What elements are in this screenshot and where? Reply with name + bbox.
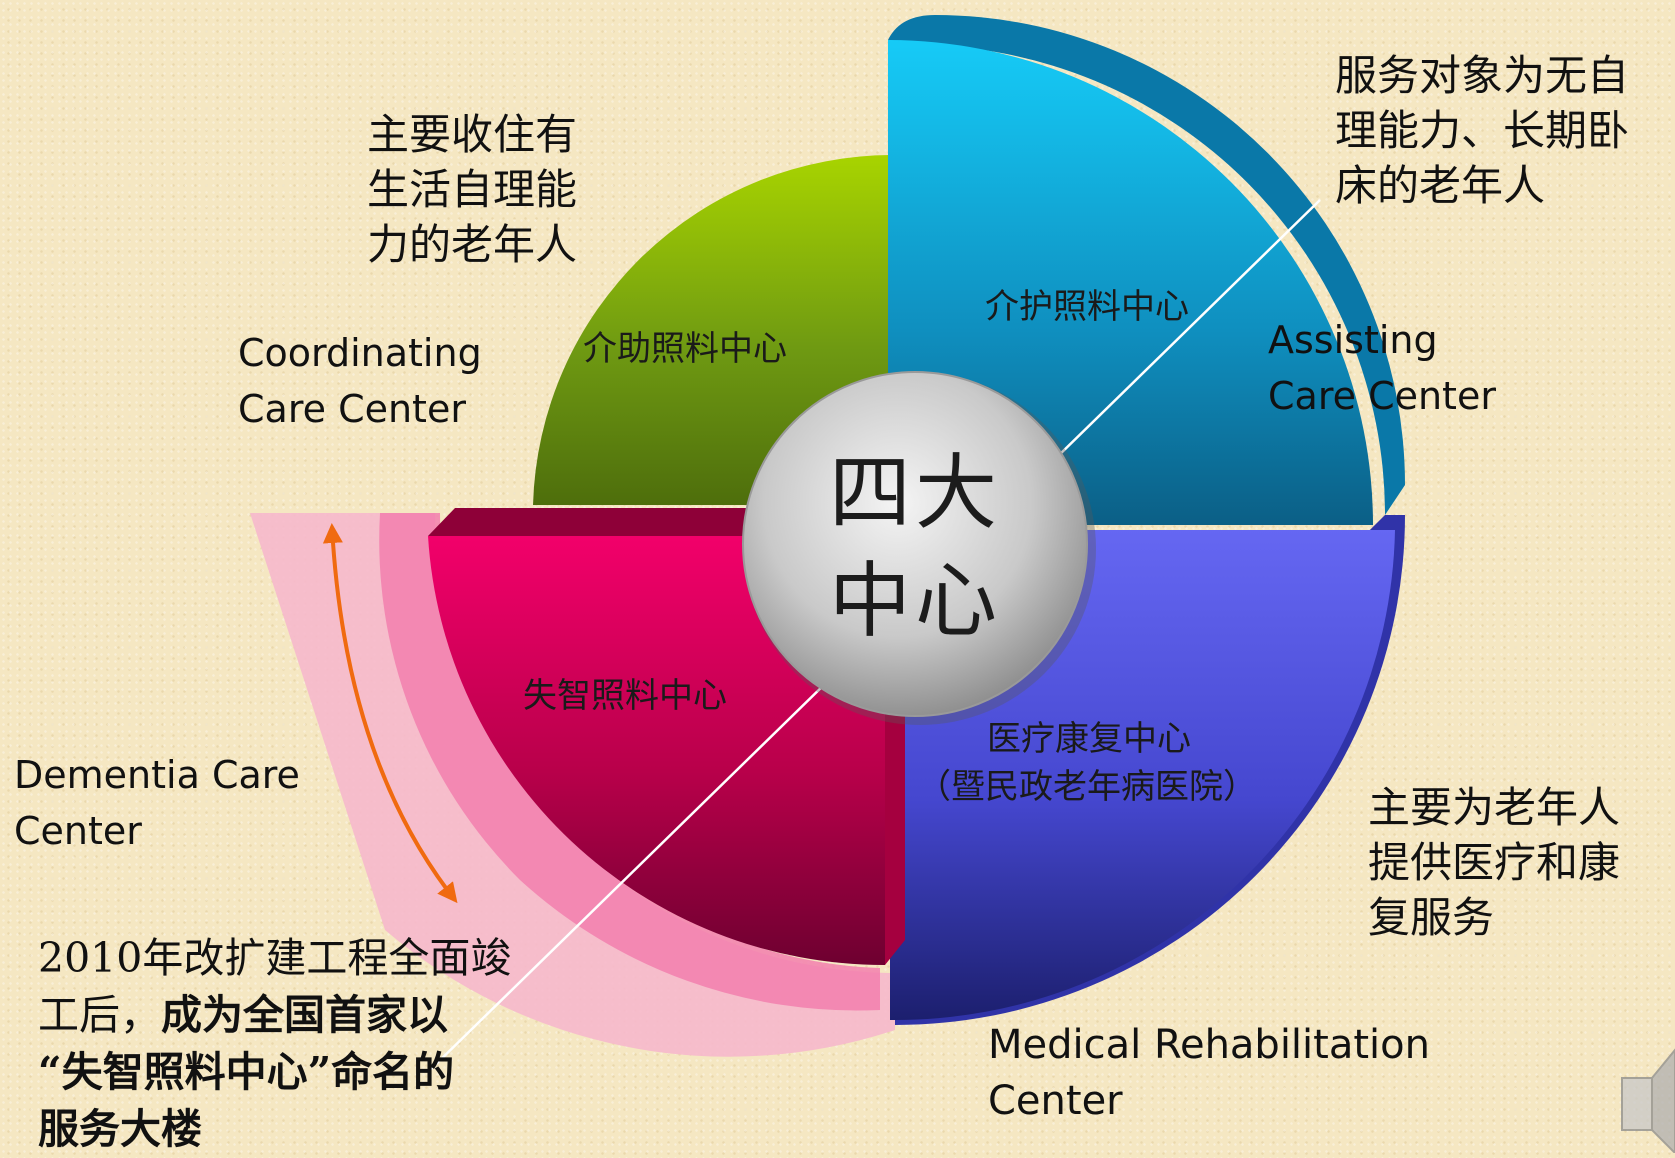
coordinating-name-en-line2: Care Center	[238, 387, 466, 431]
coordinating-desc-line1: 主要收住有	[367, 110, 578, 159]
coordinating-desc-line2: 生活自理能	[367, 165, 578, 214]
assisting-desc-line2: 理能力、长期卧	[1335, 106, 1630, 155]
dementia-name-en-line1: Dementia Care	[14, 753, 300, 797]
assisting-name-en-line1: Assisting	[1268, 318, 1438, 362]
center-title: 四大 中心	[815, 440, 1015, 656]
center-title-line1: 四大	[828, 446, 1001, 541]
assisting-name-en-line2: Care Center	[1268, 374, 1496, 418]
medical-name-cn-line1: 医疗康复中心	[987, 719, 1191, 759]
medical-name-cn: 医疗康复中心 （暨民政老年病医院）	[917, 715, 1257, 811]
center-title-line2: 中心	[828, 554, 1001, 649]
medical-name-en: Medical Rehabilitation Center	[988, 1017, 1430, 1129]
milestone-note-line4-bold: 服务大楼	[38, 1105, 202, 1153]
milestone-note-line3: “失智照料中心”命名的	[38, 1044, 511, 1101]
milestone-note-line2-normal: 工后，	[38, 991, 161, 1039]
coordinating-name-cn: 介助照料中心	[583, 329, 787, 369]
assisting-desc-line3: 床的老年人	[1335, 161, 1546, 210]
medical-desc-line3: 复服务	[1368, 893, 1495, 942]
speaker-icon	[1621, 1048, 1675, 1153]
medical-desc-line1: 主要为老年人	[1368, 783, 1621, 832]
coordinating-name-en-line1: Coordinating	[238, 331, 482, 375]
medical-name-en-line1: Medical Rehabilitation	[988, 1022, 1430, 1068]
center-circle	[742, 371, 1088, 717]
assisting-name-cn: 介护照料中心	[985, 287, 1189, 327]
dementia-name-en: Dementia Care Center	[14, 747, 300, 859]
medical-description: 主要为老年人 提供医疗和康 复服务	[1368, 780, 1620, 945]
medical-name-cn-line2: （暨民政老年病医院）	[917, 767, 1257, 807]
assisting-desc-line1: 服务对象为无自	[1335, 51, 1630, 100]
coordinating-name-en: Coordinating Care Center	[238, 325, 482, 437]
orange-arc-arrow	[322, 523, 458, 904]
milestone-note-line2: 工后，成为全国首家以	[38, 987, 511, 1044]
milestone-note-line4: 服务大楼	[38, 1101, 511, 1158]
milestone-note-line2-bold: 成为全国首家以	[161, 991, 448, 1039]
medical-name-en-line2: Center	[988, 1078, 1123, 1124]
milestone-note-line1: 2010年改扩建工程全面竣	[38, 934, 512, 982]
dementia-name-en-line2: Center	[14, 809, 142, 853]
dementia-quadrant	[428, 536, 885, 966]
coordinating-description: 主要收住有 生活自理能 力的老年人	[367, 107, 577, 272]
milestone-note: 2010年改扩建工程全面竣 工后，成为全国首家以 “失智照料中心”命名的 服务大…	[38, 930, 511, 1158]
medical-desc-line2: 提供医疗和康	[1368, 838, 1621, 887]
milestone-note-line3-bold: “失智照料中心”命名的	[38, 1048, 455, 1096]
assisting-description: 服务对象为无自 理能力、长期卧 床的老年人	[1335, 48, 1629, 213]
dementia-name-cn: 失智照料中心	[523, 676, 727, 716]
coordinating-desc-line3: 力的老年人	[367, 220, 578, 269]
assisting-name-en: Assisting Care Center	[1268, 312, 1496, 424]
